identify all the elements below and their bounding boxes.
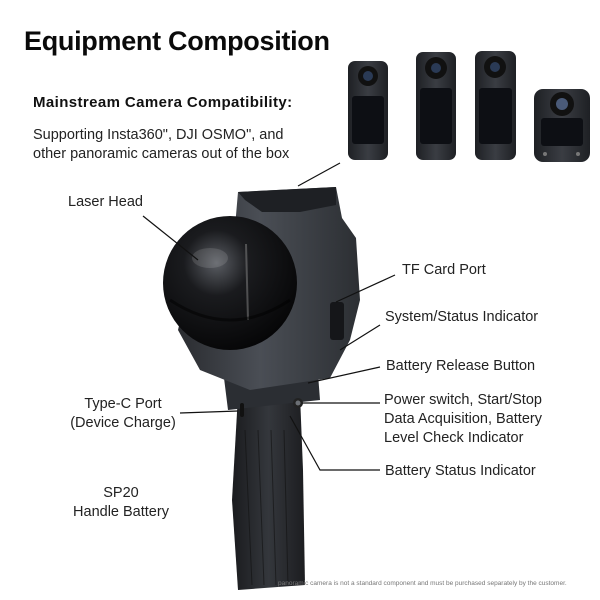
power-switch-line-2: Data Acquisition, Battery: [384, 411, 542, 427]
compatibility-line-1: Supporting Insta360", DJI OSMO", and: [33, 127, 284, 143]
leader-battery-release: [307, 366, 381, 384]
sp20-line-2: Handle Battery: [73, 504, 169, 520]
type-c-line-1: Type-C Port: [84, 396, 162, 412]
camera-insta360-left: [348, 61, 388, 160]
leader-tf-card: [335, 274, 396, 303]
page-title: Equipment Composition: [24, 26, 330, 56]
label-type-c-port: Type-C Port (Device Charge): [62, 395, 184, 433]
handle-battery: [224, 374, 320, 590]
label-power-switch: Power switch, Start/Stop Data Acquisitio…: [384, 391, 542, 448]
laser-head: [163, 216, 297, 350]
leader-laser-head: [142, 215, 199, 261]
label-battery-status-indicator: Battery Status Indicator: [385, 463, 536, 479]
power-switch-line-3: Level Check Indicator: [384, 430, 524, 446]
compatibility-heading: Mainstream Camera Compatibility:: [33, 94, 293, 111]
footnote: panoramic camera is not a standard compo…: [278, 580, 567, 587]
label-laser-head: Laser Head: [68, 194, 143, 210]
leader-camera: [297, 162, 341, 187]
power-switch-line-1: Power switch, Start/Stop: [384, 392, 542, 408]
leader-lines: [142, 162, 396, 471]
camera-osmo-action: [475, 51, 516, 160]
compatibility-line-2: other panoramic cameras out of the box: [33, 146, 290, 162]
camera-insta360-mid: [416, 52, 456, 160]
label-system-status-indicator: System/Status Indicator: [385, 309, 539, 325]
leader-status-indicator: [339, 324, 381, 351]
leader-battery-status: [289, 415, 380, 471]
sp20-line-1: SP20: [103, 485, 139, 501]
label-tf-card-port: TF Card Port: [402, 262, 486, 278]
camera-compact: [534, 89, 590, 162]
type-c-line-2: (Device Charge): [70, 415, 176, 431]
label-battery-release-button: Battery Release Button: [386, 358, 536, 374]
label-sp20-handle-battery: SP20 Handle Battery: [60, 484, 182, 522]
leader-type-c: [179, 410, 239, 414]
compatibility-description: Supporting Insta360", DJI OSMO", and oth…: [33, 126, 289, 164]
